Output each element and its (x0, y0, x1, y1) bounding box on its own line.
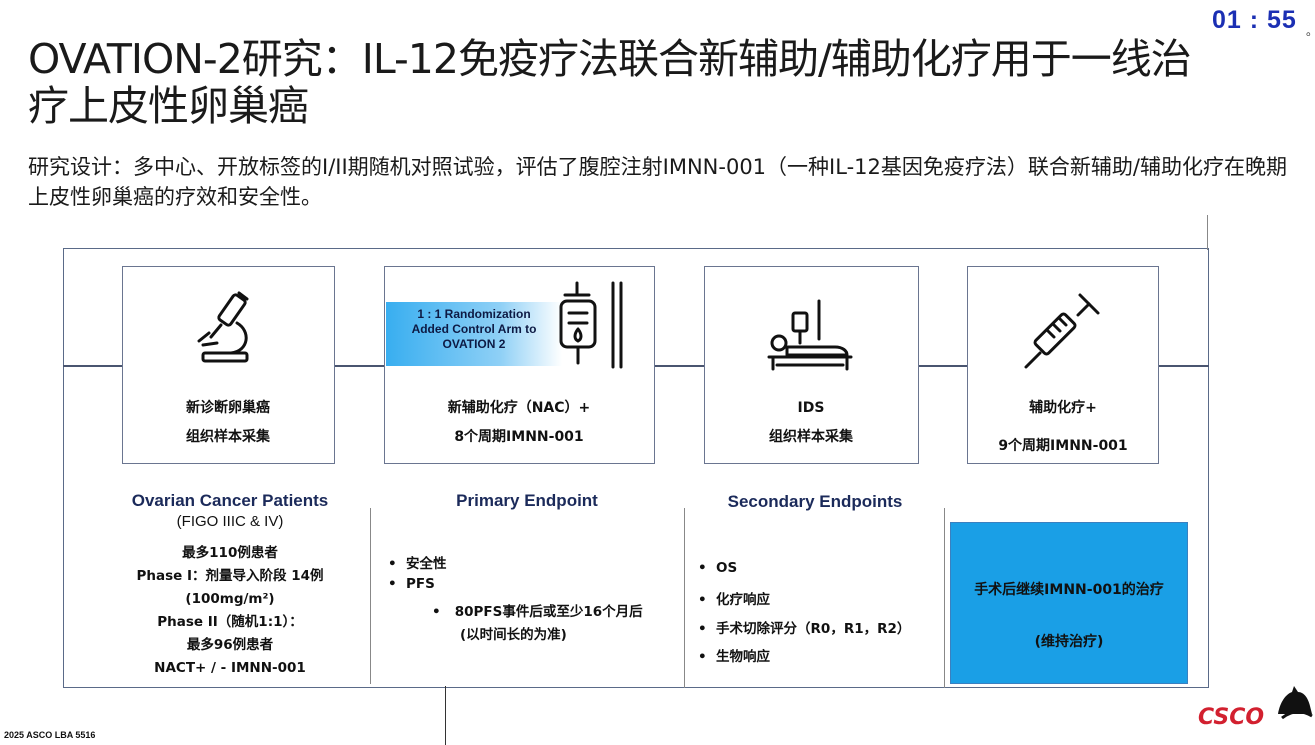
list-item: • 手术切除评分（R0，R1，R2） (698, 621, 911, 637)
step-box-ids: IDS 组织样本采集 (704, 266, 919, 464)
patients-subheading: (FIGO IIIC & IV) (176, 513, 284, 530)
microscope-icon (187, 287, 269, 369)
maintenance-text: (维持治疗) (1034, 634, 1104, 650)
column-divider (684, 508, 685, 688)
column-divider (370, 508, 371, 684)
bullet-dot: • (388, 576, 407, 592)
step-box-diagnosis: 新诊断卵巢癌 组织样本采集 (122, 266, 335, 464)
step-text: 8个周期IMNN-001 (454, 429, 584, 445)
patients-line: Phase II（随机1:1）： (157, 614, 303, 630)
randomization-banner: 1 : 1 Randomization Added Control Arm to… (386, 302, 562, 366)
step-text: 新诊断卵巢癌 (186, 400, 270, 416)
patients-line: NACT+ / - IMNN-001 (154, 660, 306, 676)
step-text: 组织样本采集 (769, 429, 853, 445)
divider-line (445, 686, 446, 745)
divider-line (1207, 215, 1208, 250)
step-text: 辅助化疗+ (1029, 400, 1097, 416)
list-item: • 生物响应 (698, 649, 771, 665)
study-design-text: 研究设计：多中心、开放标签的I/II期随机对照试验，评估了腹腔注射IMNN-00… (28, 155, 1287, 209)
list-item: • 化疗响应 (698, 592, 771, 608)
randomization-text: 1 : 1 Randomization (417, 307, 531, 321)
patients-heading: Ovarian Cancer Patients (131, 491, 329, 510)
logo-text: CSCO (1198, 705, 1264, 728)
bullet-dot: • (698, 592, 717, 608)
hospital-bed-icon (763, 299, 855, 379)
primary-endpoint-heading: Primary Endpoint (456, 491, 598, 510)
patients-line: 最多110例患者 (182, 545, 278, 561)
iv-bag-icon (555, 281, 627, 369)
list-item: • 安全性 (388, 556, 447, 572)
patients-line: (100mg/m²) (185, 591, 275, 607)
patients-line: Phase I：剂量导入阶段 14例 (136, 568, 324, 584)
list-item: • OS (698, 560, 738, 576)
step-text: 9个周期IMNN-001 (998, 438, 1128, 454)
step-box-adjuvant: 辅助化疗+ 9个周期IMNN-001 (967, 266, 1159, 464)
list-item: • PFS (388, 576, 435, 592)
maintenance-box: 手术后继续IMNN-001的治疗 (维持治疗) (950, 522, 1188, 684)
patients-line: 最多96例患者 (186, 637, 274, 653)
syringe-icon (1020, 287, 1106, 373)
step-text: 组织样本采集 (186, 429, 270, 445)
secondary-endpoints-heading: Secondary Endpoints (727, 492, 903, 511)
sub-list-item: (以时间长的为准) (460, 627, 567, 643)
step-text: 新辅助化疗（NAC）+ (447, 400, 591, 416)
slide-title: OVATION-2研究：IL-12免疫疗法联合新辅助/辅助化疗用于一线治疗上皮性… (28, 35, 1192, 130)
countdown-timer: 01 : 55 (1212, 6, 1297, 34)
step-text: IDS (797, 400, 825, 416)
randomization-text: Added Control Arm to (411, 322, 537, 336)
footer-citation: 2025 ASCO LBA 5516 (4, 730, 96, 740)
sub-list-item: • 80PFS事件后或至少16个月后 (432, 604, 643, 620)
patients-section: Ovarian Cancer Patients (FIGO IIIC & IV)… (112, 491, 348, 680)
bullet-dot: • (698, 560, 717, 576)
bullet-dot: • (698, 621, 717, 637)
maintenance-text: 手术后继续IMNN-001的治疗 (974, 582, 1164, 598)
bullet-dot: • (388, 556, 407, 572)
column-divider (944, 508, 945, 688)
bullet-dot: • (432, 604, 455, 620)
csco-logo: CSCO (1196, 680, 1314, 728)
bullet-dot: • (698, 649, 717, 665)
randomization-text: OVATION 2 (442, 337, 506, 351)
timer-suffix: 。 (1306, 22, 1315, 39)
schema-frame (63, 248, 1209, 688)
